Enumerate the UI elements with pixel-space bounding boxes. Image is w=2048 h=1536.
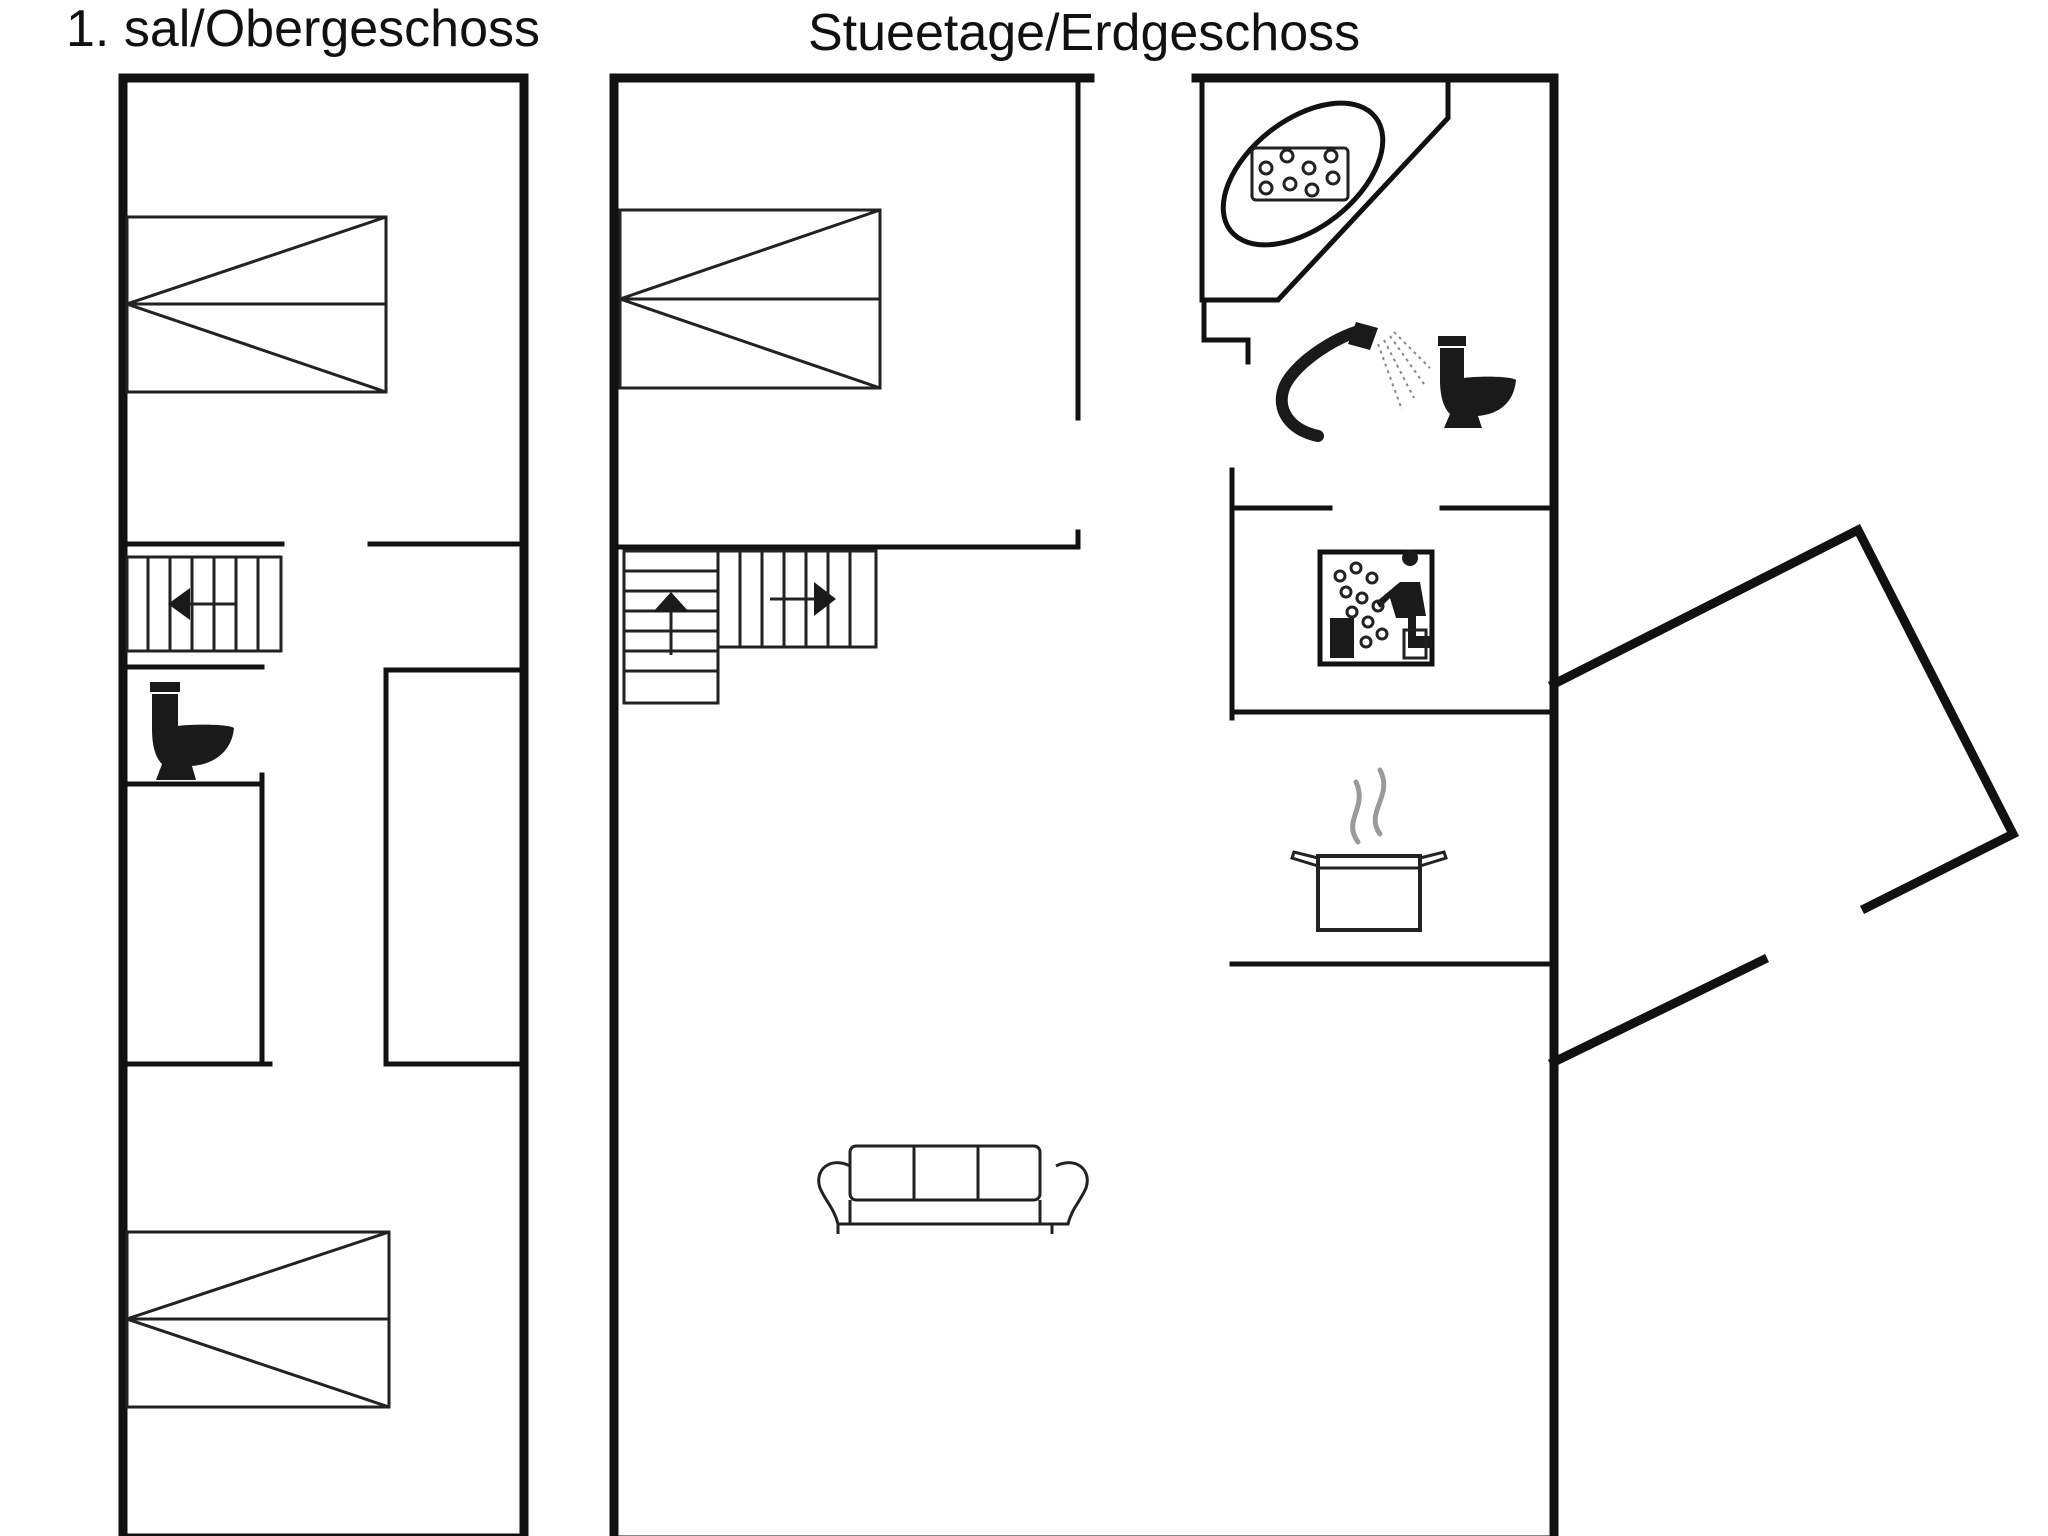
ground-floor-plan bbox=[609, 73, 2020, 1536]
upper-outer-walls bbox=[118, 73, 529, 1536]
bed-icon bbox=[125, 1230, 391, 1409]
bed-icon bbox=[125, 215, 388, 394]
toilet-icon bbox=[1438, 336, 1516, 428]
whirlpool-bath-icon bbox=[1220, 100, 1386, 248]
bed-icon bbox=[618, 208, 882, 390]
sofa-icon bbox=[817, 1144, 1089, 1234]
upper-room-wall bbox=[383, 667, 523, 1067]
upper-floor-label: 1. sal/Obergeschoss bbox=[66, 0, 540, 58]
ground-floor-label: Stueetage/Erdgeschoss bbox=[808, 4, 1360, 62]
upper-floor-plan bbox=[118, 73, 529, 1536]
sauna-icon bbox=[1317, 549, 1435, 667]
shower-icon bbox=[1275, 322, 1431, 442]
annex-walls bbox=[1547, 953, 1770, 1069]
stairs-icon bbox=[622, 549, 878, 705]
annex-walls bbox=[1547, 523, 2020, 915]
cooking-pot-icon bbox=[1290, 767, 1448, 932]
ground-outer-walls bbox=[609, 73, 1559, 1536]
toilet-icon bbox=[150, 682, 234, 780]
stairs-icon bbox=[125, 555, 283, 653]
